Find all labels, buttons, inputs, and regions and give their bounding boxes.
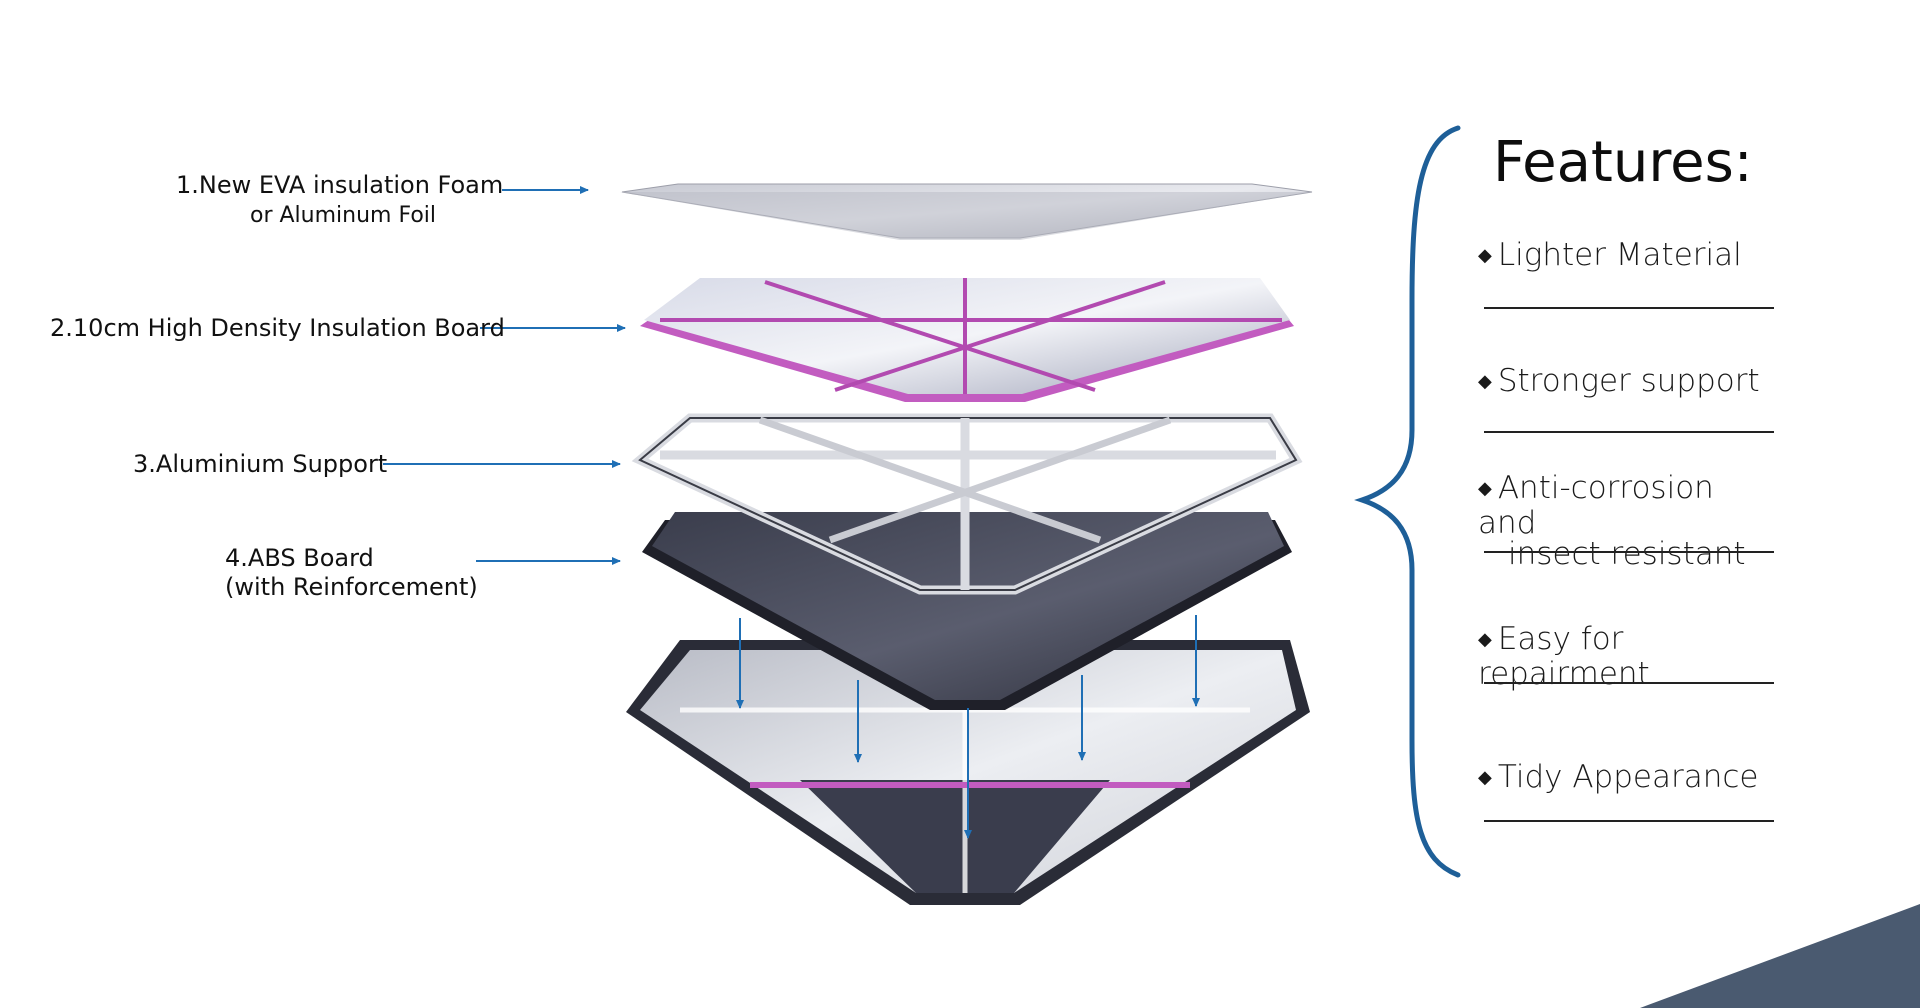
aluminium-support-layer (631, 413, 1303, 595)
diamond-bullet-icon: ◆ (1478, 478, 1492, 499)
corner-decoration (1640, 904, 1920, 1008)
label-arrows (383, 186, 626, 565)
feature-item: ◆Easy for repairment (1478, 624, 1778, 690)
diamond-bullet-icon: ◆ (1478, 629, 1492, 650)
feature-item: ◆Anti-corrosion and insect resistant (1478, 473, 1778, 570)
diamond-bullet-icon: ◆ (1478, 245, 1492, 266)
layer-2-title: 2.10cm High Density Insulation Board (50, 314, 505, 342)
feature-divider (1484, 820, 1774, 822)
feature-item: ◆Tidy Appearance (1478, 762, 1778, 797)
feature-text: Easy for repairment (1478, 621, 1650, 692)
eva-foam-layer (620, 183, 1313, 240)
layer-4-subtitle: (with Reinforcement) (225, 573, 478, 601)
feature-text: Lighter Material (1497, 237, 1742, 273)
features-brace (1354, 125, 1461, 878)
feature-text: Stronger support (1497, 363, 1760, 399)
feature-text: Tidy Appearance (1497, 759, 1759, 795)
layer-label-4: 4.ABS Board (with Reinforcement) (225, 544, 478, 602)
layer-1-title: 1.New EVA insulation Foam (176, 171, 504, 199)
feature-divider (1484, 431, 1774, 433)
layer-label-3: 3.Aluminium Support (133, 449, 387, 479)
abs-board-layer (642, 512, 1292, 710)
diamond-bullet-icon: ◆ (1478, 767, 1492, 788)
layer-4-title: 4.ABS Board (225, 544, 374, 572)
feature-divider (1484, 682, 1774, 684)
feature-text: Anti-corrosion and (1478, 470, 1714, 541)
layer-1-subtitle: or Aluminum Foil (250, 203, 437, 228)
insulation-board-layer (640, 278, 1294, 402)
diamond-bullet-icon: ◆ (1478, 371, 1492, 392)
features-title: Features: (1493, 130, 1753, 195)
feature-text-line2: insect resistant (1508, 536, 1746, 572)
drop-arrows (736, 615, 1200, 839)
feature-divider (1484, 551, 1774, 553)
feature-divider (1484, 307, 1774, 309)
feature-item: ◆Stronger support (1478, 366, 1778, 401)
layer-label-1: 1.New EVA insulation Foam or Aluminum Fo… (176, 170, 503, 230)
feature-item: ◆Lighter Material (1478, 240, 1778, 275)
layer-label-2: 2.10cm High Density Insulation Board (50, 313, 505, 343)
layer-3-title: 3.Aluminium Support (133, 450, 388, 478)
